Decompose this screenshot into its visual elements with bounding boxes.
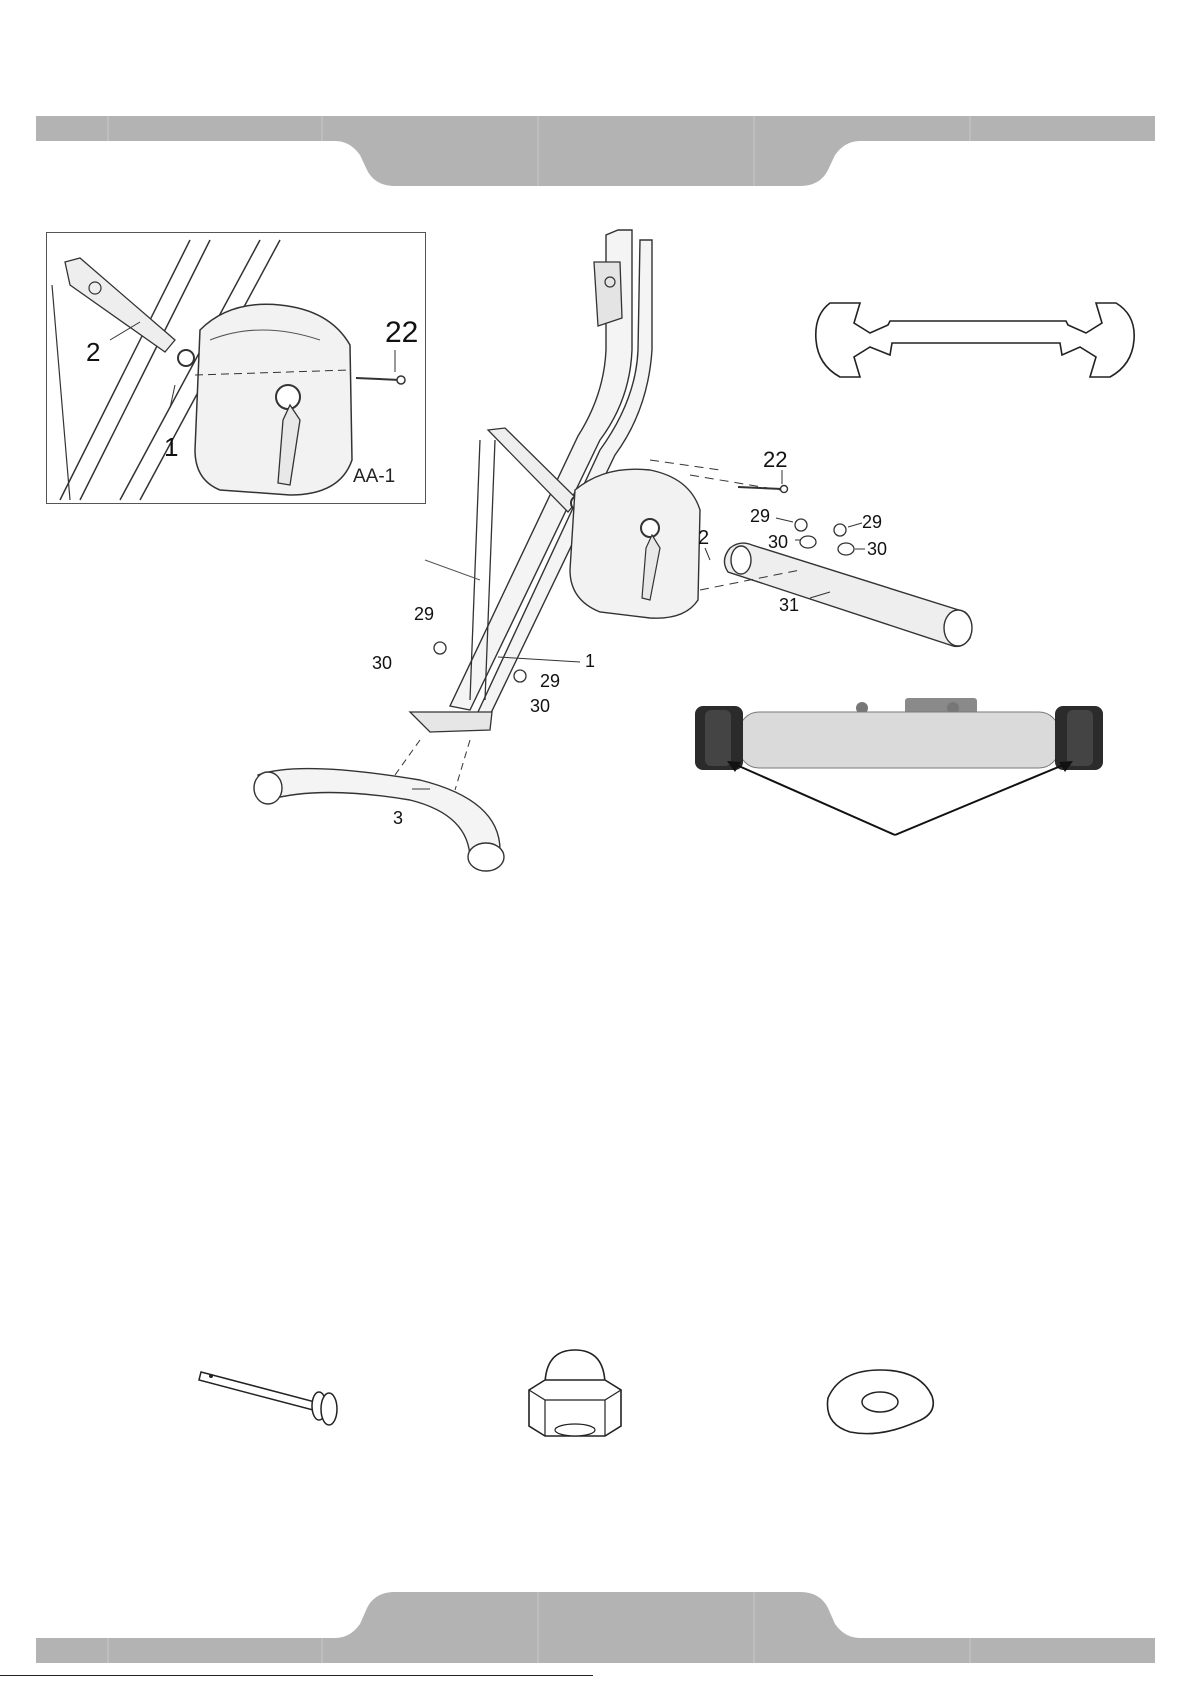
main-callout-29b: 29: [862, 512, 882, 532]
main-callout-29c: 29: [414, 604, 434, 624]
main-callout-29a: 29: [750, 506, 770, 526]
stabilizer-end-caps-photo: [695, 690, 1115, 870]
main-callout-29d: 29: [540, 671, 560, 691]
main-callout-30a: 30: [768, 532, 788, 552]
curved-washer-icon: [820, 1362, 940, 1442]
main-callout-30c: 30: [372, 653, 392, 673]
footer-rule: [0, 1675, 593, 1676]
main-callout-2: 2: [698, 527, 709, 549]
main-callout-1: 1: [585, 651, 595, 671]
main-callout-31: 31: [779, 595, 799, 615]
footer-band-shape: [0, 1550, 1191, 1685]
main-callout-30b: 30: [867, 539, 887, 559]
wrench-icon: [810, 295, 1150, 385]
bolt-icon: [195, 1360, 345, 1440]
main-callout-30d: 30: [530, 696, 550, 716]
main-callout-22: 22: [763, 447, 787, 472]
footer-band: [0, 1550, 1191, 1685]
main-callout-3: 3: [393, 808, 403, 828]
cap-nut-icon: [525, 1340, 625, 1450]
